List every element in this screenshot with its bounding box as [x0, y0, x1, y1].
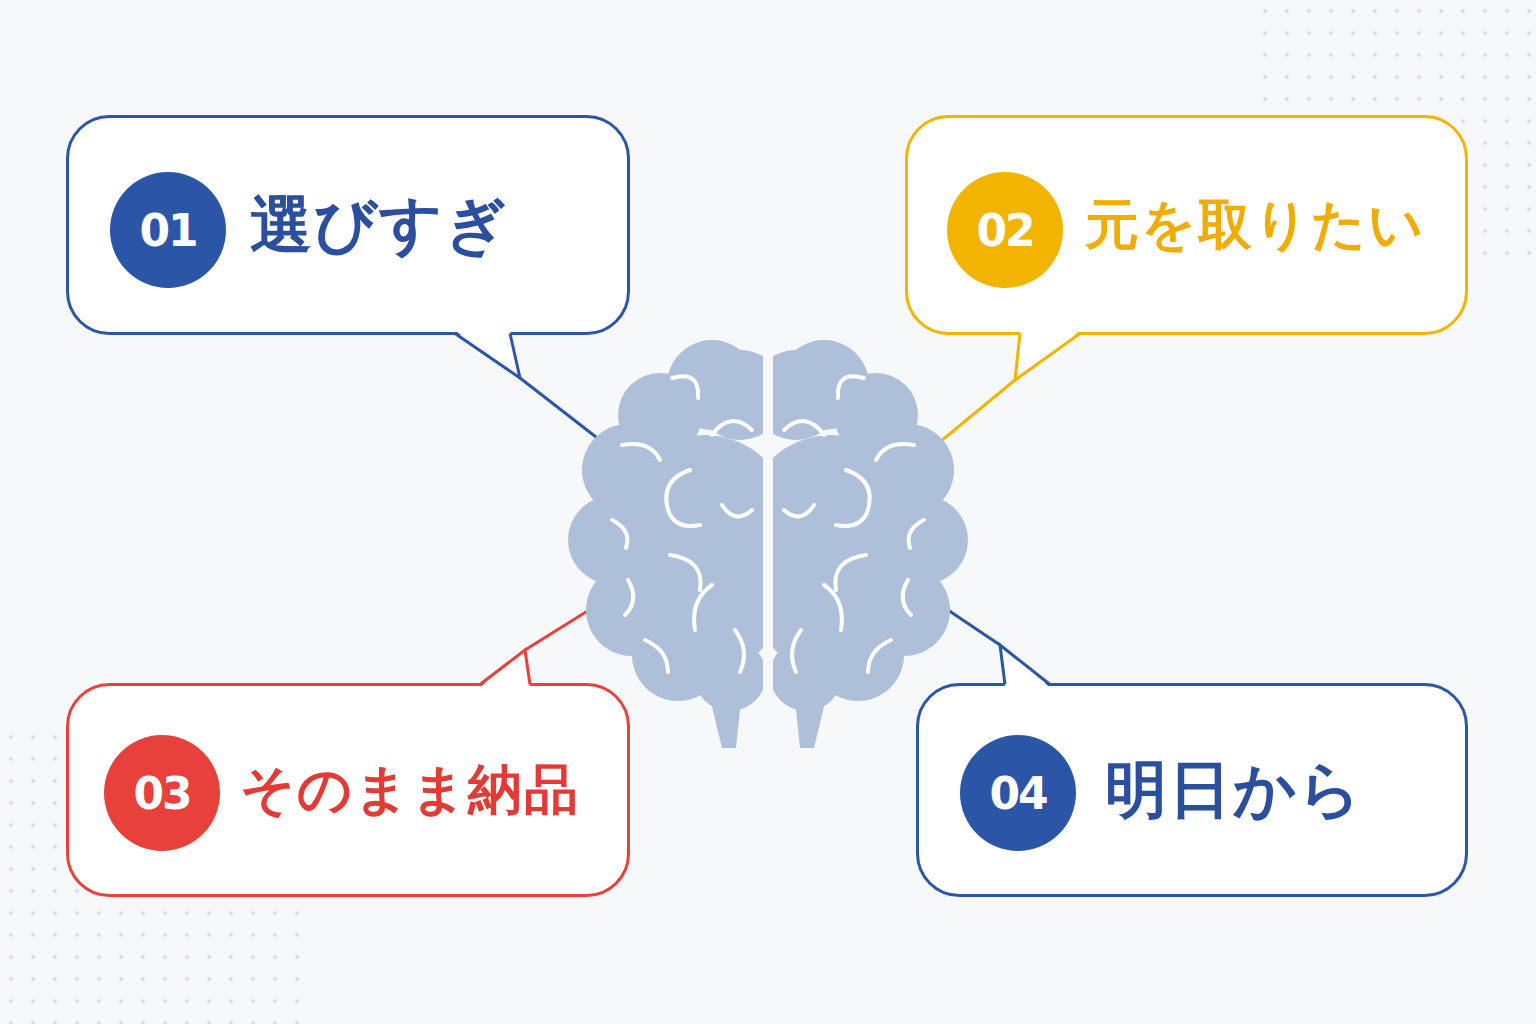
number-badge: 03 — [104, 735, 220, 851]
number-badge: 04 — [960, 735, 1076, 851]
number-badge: 02 — [947, 172, 1063, 288]
callout-label: そのまま納品 — [240, 754, 580, 827]
callout-bubble: 明日から 04 — [916, 683, 1468, 897]
callout-number: 02 — [976, 205, 1033, 256]
callout-label: 選びすぎ — [250, 183, 509, 267]
callout-number: 01 — [139, 205, 196, 256]
callout-label: 元を取りたい — [1085, 189, 1425, 262]
callout-number: 03 — [133, 768, 190, 819]
brain-illustration — [746, 340, 968, 748]
callout-bubble: そのまま納品 03 — [66, 683, 630, 897]
callout-label: 明日から — [1105, 748, 1363, 832]
leader-line — [935, 380, 1015, 446]
callout-number: 04 — [989, 768, 1046, 819]
callout-bubble: 選びすぎ 01 — [66, 115, 630, 335]
leader-line — [520, 378, 605, 444]
number-badge: 01 — [110, 172, 226, 288]
callout-bubble: 元を取りたい 02 — [905, 115, 1468, 335]
